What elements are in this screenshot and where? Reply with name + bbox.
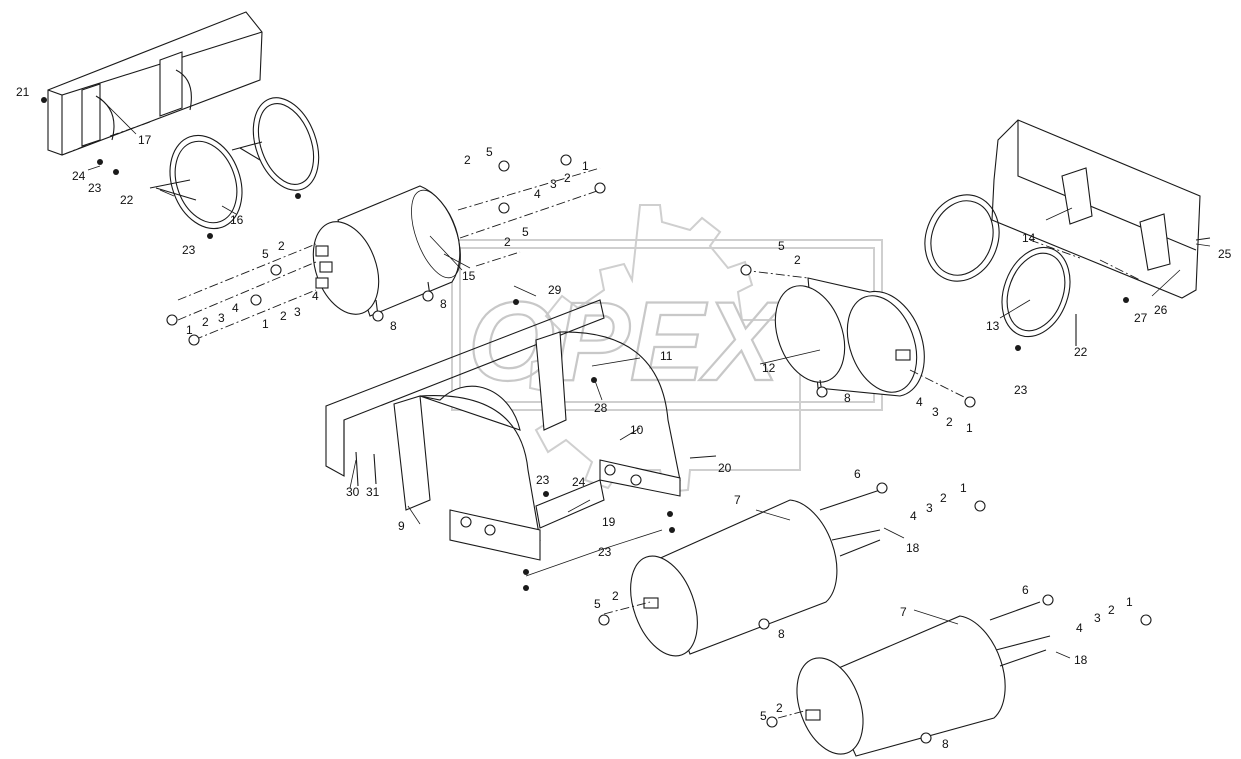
label-22: 22 <box>120 193 134 207</box>
label-2: 2 <box>504 235 511 249</box>
label-2: 2 <box>776 701 783 715</box>
opex-watermark: OPEX <box>451 204 883 494</box>
label-2: 2 <box>464 153 471 167</box>
label-1: 1 <box>1126 595 1133 609</box>
label-4: 4 <box>534 187 541 201</box>
label-2: 2 <box>1108 603 1115 617</box>
label-21: 21 <box>16 85 30 99</box>
label-1: 1 <box>582 159 589 173</box>
label-26: 26 <box>1154 303 1168 317</box>
label-30: 30 <box>346 485 360 499</box>
label-4: 4 <box>910 509 917 523</box>
label-31: 31 <box>366 485 380 499</box>
air-tank-7-lower <box>796 601 1051 757</box>
label-4: 4 <box>916 395 923 409</box>
air-tank-15 <box>312 185 461 317</box>
label-5: 5 <box>262 247 269 261</box>
leader-lines <box>87 97 1211 659</box>
label-3: 3 <box>926 501 933 515</box>
label-4: 4 <box>312 289 319 303</box>
label-6: 6 <box>854 467 861 481</box>
label-23: 23 <box>598 545 612 559</box>
label-2: 2 <box>794 253 801 267</box>
label-19: 19 <box>602 515 616 529</box>
label-16: 16 <box>230 213 244 227</box>
watermark-text: OPEX <box>468 279 786 404</box>
label-9: 9 <box>398 519 405 533</box>
label-15: 15 <box>462 269 476 283</box>
label-8: 8 <box>390 319 397 333</box>
label-2: 2 <box>564 171 571 185</box>
label-2: 2 <box>202 315 209 329</box>
label-18: 18 <box>1074 653 1088 667</box>
right-clamp-bands <box>924 194 1071 338</box>
label-3: 3 <box>218 311 225 325</box>
label-8: 8 <box>844 391 851 405</box>
label-2: 2 <box>278 239 285 253</box>
label-3: 3 <box>1094 611 1101 625</box>
label-7: 7 <box>900 605 907 619</box>
label-5: 5 <box>486 145 493 159</box>
label-2: 2 <box>940 491 947 505</box>
label-23: 23 <box>182 243 196 257</box>
label-23: 23 <box>88 181 102 195</box>
label-6: 6 <box>1022 583 1029 597</box>
label-4: 4 <box>1076 621 1083 635</box>
label-4: 4 <box>232 301 239 315</box>
label-23: 23 <box>536 473 550 487</box>
label-20: 20 <box>718 461 732 475</box>
label-1: 1 <box>262 317 269 331</box>
label-5: 5 <box>760 709 767 723</box>
label-10: 10 <box>630 423 644 437</box>
label-8: 8 <box>942 737 949 751</box>
label-27: 27 <box>1134 311 1148 325</box>
label-14: 14 <box>1022 231 1036 245</box>
left-frame-rail <box>47 11 263 156</box>
label-24: 24 <box>72 169 86 183</box>
label-18: 18 <box>906 541 920 555</box>
label-2: 2 <box>946 415 953 429</box>
label-28: 28 <box>594 401 608 415</box>
fittings-and-washers <box>41 97 1211 744</box>
label-3: 3 <box>550 177 557 191</box>
label-2: 2 <box>612 589 619 603</box>
label-5: 5 <box>778 239 785 253</box>
label-17: 17 <box>138 133 152 147</box>
part-number-callouts: 21 17 24 23 22 16 23 2 5 1 2 3 4 2 5 5 2… <box>16 85 1232 751</box>
label-13: 13 <box>986 319 1000 333</box>
label-11: 11 <box>660 349 673 363</box>
label-1: 1 <box>966 421 973 435</box>
mounting-bracket-assembly <box>325 299 681 561</box>
label-5: 5 <box>594 597 601 611</box>
air-tank-7-upper <box>630 489 881 657</box>
label-2: 2 <box>280 309 287 323</box>
label-8: 8 <box>778 627 785 641</box>
label-3: 3 <box>932 405 939 419</box>
label-12: 12 <box>762 361 776 375</box>
air-tank-12 <box>774 277 925 397</box>
label-7: 7 <box>734 493 741 507</box>
label-22: 22 <box>1074 345 1088 359</box>
label-25: 25 <box>1218 247 1232 261</box>
label-24: 24 <box>572 475 586 489</box>
label-1: 1 <box>186 323 193 337</box>
left-clamp-bands <box>149 97 320 230</box>
right-frame-rail <box>991 119 1201 299</box>
label-3: 3 <box>294 305 301 319</box>
label-29: 29 <box>548 283 562 297</box>
label-23: 23 <box>1014 383 1028 397</box>
label-8: 8 <box>440 297 447 311</box>
label-5: 5 <box>522 225 529 239</box>
label-1: 1 <box>960 481 967 495</box>
